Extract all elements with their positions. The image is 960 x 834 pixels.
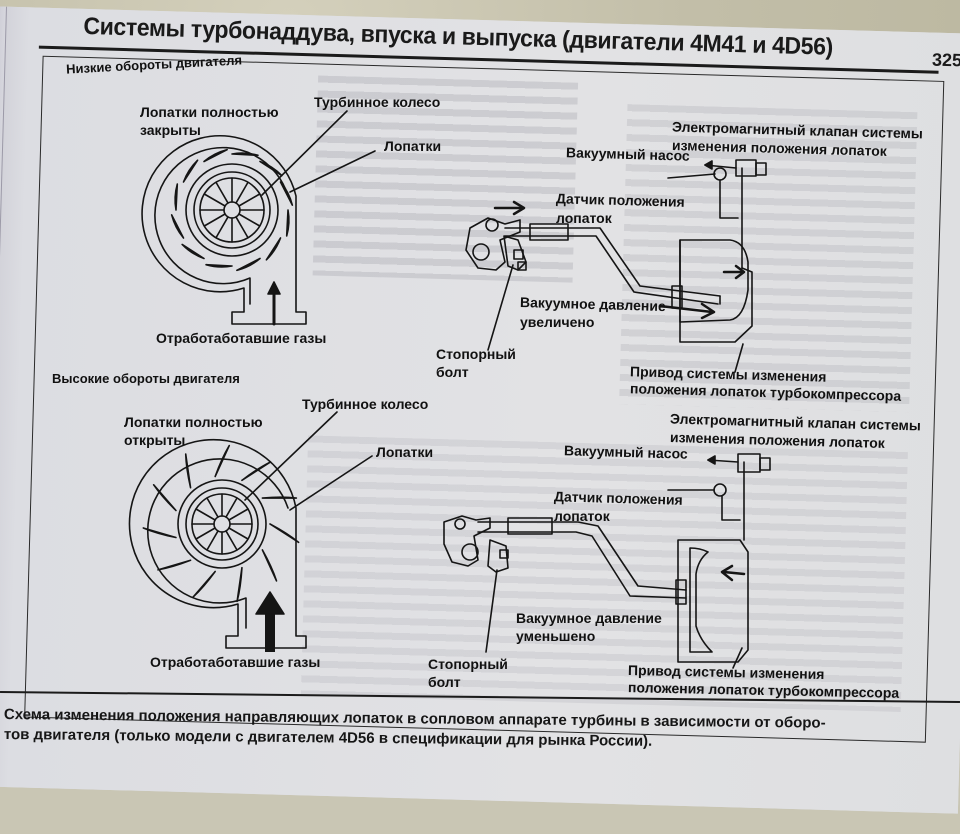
- wheel-spoke: [206, 530, 219, 551]
- low-rpm-vacuum-label-line2: увеличено: [520, 314, 595, 330]
- guide-vane: [265, 237, 282, 261]
- low-rpm-sensor-label-line2: лопаток: [556, 210, 612, 226]
- wheel-spoke: [215, 181, 229, 204]
- leader-line: [732, 647, 743, 669]
- turbo-vane-diagram: [128, 110, 771, 669]
- high-rpm-bolt-label-line2: болт: [428, 674, 461, 690]
- high-rpm-exhaust-label: Отработаботавшие газы: [150, 654, 321, 670]
- page-number: 325: [931, 49, 960, 71]
- high-rpm-vanes-state-line1: Лопатки полностью: [124, 414, 263, 430]
- guide-vane: [184, 453, 192, 489]
- guide-vane: [152, 483, 177, 512]
- low-rpm-actuator-assembly: [465, 159, 767, 343]
- guide-vane: [157, 559, 192, 571]
- low-rpm-bolt-label-line1: Стопорный: [436, 346, 516, 362]
- low-rpm-vanes-state-line1: Лопатки полностью: [140, 104, 279, 120]
- guide-vane: [236, 257, 261, 272]
- guide-vane: [236, 566, 243, 603]
- wheel-spoke: [195, 527, 216, 540]
- high-rpm-turbine-wheel: [177, 479, 267, 569]
- high-rpm-sensor-label-line1: Датчик положения: [553, 488, 683, 508]
- high-rpm-vanes-state-line2: открыты: [124, 432, 186, 448]
- guide-vane: [192, 570, 216, 599]
- leader-line: [667, 173, 716, 179]
- wheel-spoke: [203, 193, 226, 207]
- wheel-spoke: [228, 508, 249, 521]
- guide-vane: [203, 148, 228, 163]
- guide-vane: [241, 461, 272, 482]
- low-rpm-turbine-housing: [141, 134, 307, 325]
- leader-line: [244, 411, 338, 501]
- high-rpm-vanes-label: Лопатки: [376, 444, 434, 460]
- wheel-spoke: [206, 497, 219, 518]
- guide-vane: [214, 444, 231, 478]
- wheel-spoke: [235, 181, 249, 204]
- wheel-spoke: [195, 508, 216, 521]
- leader-line: [485, 569, 498, 653]
- high-rpm-vacuum-label-line2: уменьшено: [516, 628, 596, 644]
- high-rpm-vacuum-label-line1: Вакуумное давление: [516, 610, 662, 626]
- guide-vane: [205, 263, 233, 268]
- wheel-spoke: [225, 530, 238, 551]
- low-rpm-vanes-label: Лопатки: [384, 138, 442, 154]
- low-rpm-vanes-closed: [170, 148, 294, 272]
- guide-vane: [182, 159, 199, 183]
- guide-vane: [261, 549, 278, 582]
- wheel-spoke: [235, 216, 249, 239]
- guide-vane: [259, 160, 283, 177]
- leader-line: [487, 264, 514, 351]
- guide-vane: [174, 183, 179, 211]
- leader-line: [289, 150, 376, 193]
- leader-line: [261, 110, 348, 196]
- high-rpm-vacuum-pump-label: Вакуумный насос: [563, 442, 688, 462]
- leader-line: [289, 455, 373, 511]
- low-rpm-vacuum-pump-label: Вакуумный насос: [565, 144, 690, 164]
- high-rpm-section-title: Высокие обороты двигателя: [52, 371, 240, 386]
- guide-vane: [181, 243, 205, 260]
- wheel-spoke: [238, 193, 261, 207]
- wheel-spoke: [225, 497, 238, 518]
- guide-vane: [231, 152, 259, 157]
- high-rpm-vanes-open: [142, 444, 300, 603]
- low-rpm-exhaust-arrow: [267, 281, 281, 326]
- low-rpm-bolt-label-line2: болт: [436, 364, 469, 380]
- low-rpm-exhaust-label: Отработаботавшие газы: [156, 330, 327, 346]
- low-rpm-vanes-state-line2: закрыты: [140, 122, 201, 138]
- guide-vane: [285, 209, 290, 237]
- guide-vane: [142, 527, 177, 539]
- guide-vane: [170, 214, 185, 239]
- high-rpm-turbine-housing: [128, 438, 307, 649]
- guide-vane: [279, 181, 294, 206]
- wheel-spoke: [228, 527, 249, 540]
- low-rpm-turbine-wheel-label: Турбинное колесо: [314, 94, 441, 110]
- wheel-spoke: [238, 213, 261, 227]
- high-rpm-turbine-wheel-label: Турбинное колесо: [302, 396, 429, 412]
- high-rpm-sensor-label-line2: лопаток: [554, 508, 610, 524]
- high-rpm-bolt-label-line1: Стопорный: [428, 656, 508, 672]
- high-rpm-actuator-assembly: [443, 453, 771, 663]
- high-rpm-exhaust-arrow: [255, 591, 285, 652]
- guide-vane: [261, 496, 298, 499]
- wheel-spoke: [203, 213, 226, 227]
- low-rpm-turbine-wheel: [185, 163, 279, 257]
- wheel-spoke: [215, 216, 229, 239]
- leader-line: [734, 343, 744, 373]
- guide-vane: [269, 523, 300, 544]
- low-rpm-sensor-label-line1: Датчик положения: [555, 190, 685, 210]
